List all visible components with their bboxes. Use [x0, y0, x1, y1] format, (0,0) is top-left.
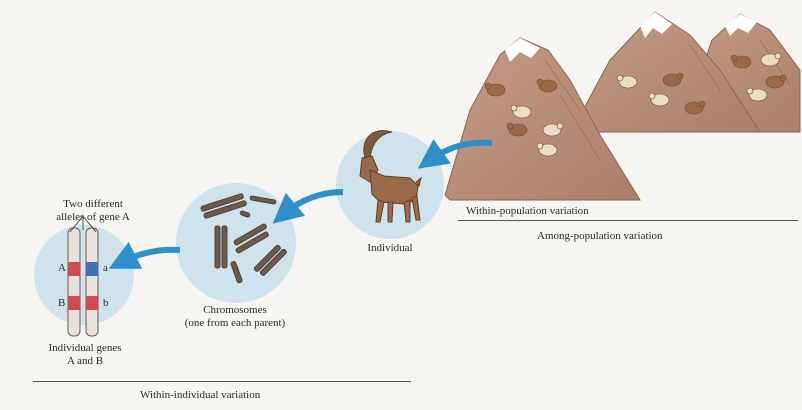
chromosomes-label-line1: Chromosomes	[160, 304, 310, 317]
chromosomes-label: Chromosomes (one from each parent)	[160, 304, 310, 330]
among-population-label: Among-population variation	[537, 230, 663, 243]
alleles-label-line1: Two different	[38, 198, 148, 211]
alleles-label: Two different alleles of gene A	[38, 198, 148, 224]
within-population-label: Within-population variation	[466, 205, 589, 218]
allele-label-lower-left: B	[58, 297, 65, 310]
chromosomes-label-line2: (one from each parent)	[160, 317, 310, 330]
within-individual-rule	[33, 381, 411, 382]
genes-label: Individual genes A and B	[10, 342, 160, 368]
chromosome	[215, 226, 220, 268]
within-individual-label: Within-individual variation	[140, 389, 260, 402]
mountain-range	[445, 12, 800, 200]
individual-label: Individual	[340, 242, 440, 255]
genes-circle	[34, 225, 134, 325]
arrow-individual-to-chromosomes	[284, 192, 343, 214]
allele-label-upper-left: A	[58, 262, 66, 275]
chromosome	[222, 226, 227, 268]
gene-a-band-right	[86, 262, 98, 276]
arrow-chromosomes-to-genes	[122, 250, 180, 262]
allele-label-lower-right: b	[103, 297, 109, 310]
chromosome-left	[68, 228, 80, 336]
gene-b-band-left	[68, 296, 80, 310]
gene-a-band-left	[68, 262, 80, 276]
chromosome-right	[86, 228, 98, 336]
gene-b-band-right	[86, 296, 98, 310]
alleles-label-line2: alleles of gene A	[38, 211, 148, 224]
within-population-rule	[458, 220, 798, 221]
genes-label-line2: A and B	[10, 355, 160, 368]
allele-label-upper-right: a	[103, 262, 108, 275]
genes-label-line1: Individual genes	[10, 342, 160, 355]
